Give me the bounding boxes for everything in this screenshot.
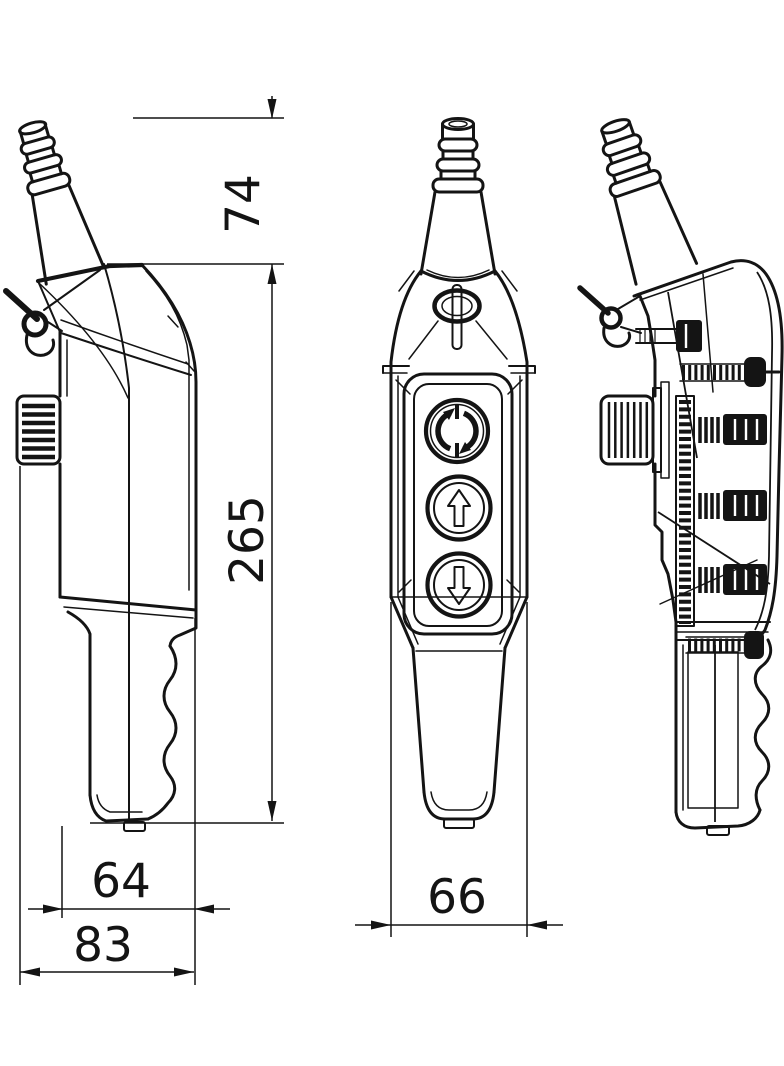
contact-block-icon xyxy=(698,414,767,445)
right-side-view xyxy=(577,118,784,836)
threaded-screw-icon xyxy=(685,631,764,659)
dim-gland-height: 74 xyxy=(107,96,284,821)
dim-label-74: 74 xyxy=(216,174,271,234)
handle-grip-left-view xyxy=(146,644,178,821)
suspension-eyelet-icon xyxy=(577,285,642,348)
button-panel xyxy=(402,372,514,636)
dimensions: 74 265 64 83 66 xyxy=(19,96,563,985)
estop-knob-side-icon xyxy=(599,381,670,479)
dim-label-265: 265 xyxy=(220,495,275,585)
dim-overall-width: 83 xyxy=(19,466,196,985)
front-view xyxy=(382,117,536,829)
threaded-screw-icon xyxy=(679,357,781,387)
left-side-view xyxy=(3,120,198,832)
cable-gland-icon xyxy=(18,120,106,286)
handle-grip-right-view xyxy=(753,638,773,812)
cable-gland-icon xyxy=(600,118,699,286)
emergency-stop-button-icon xyxy=(423,397,491,465)
dim-label-66: 66 xyxy=(427,870,487,925)
dim-front-width: 66 xyxy=(355,602,563,937)
arrow-up-button-icon xyxy=(425,474,493,542)
body-top-edge xyxy=(35,262,145,284)
dim-label-83: 83 xyxy=(73,918,133,973)
contact-block-icon xyxy=(698,564,767,595)
estop-knob-side-icon xyxy=(15,394,62,466)
bolt-icon xyxy=(635,320,702,352)
terminal-rail xyxy=(675,395,695,627)
suspension-eyelet-icon xyxy=(3,269,101,357)
dim-label-64: 64 xyxy=(91,854,151,909)
dim-body-height: 265 xyxy=(90,495,284,824)
arrow-down-button-icon xyxy=(425,551,493,619)
cable-gland-icon xyxy=(419,117,497,276)
body-right-edge xyxy=(140,263,198,615)
suspension-eyelet-icon xyxy=(432,284,482,350)
contact-block-icon xyxy=(698,490,767,521)
dim-body-width: 64 xyxy=(28,826,230,918)
